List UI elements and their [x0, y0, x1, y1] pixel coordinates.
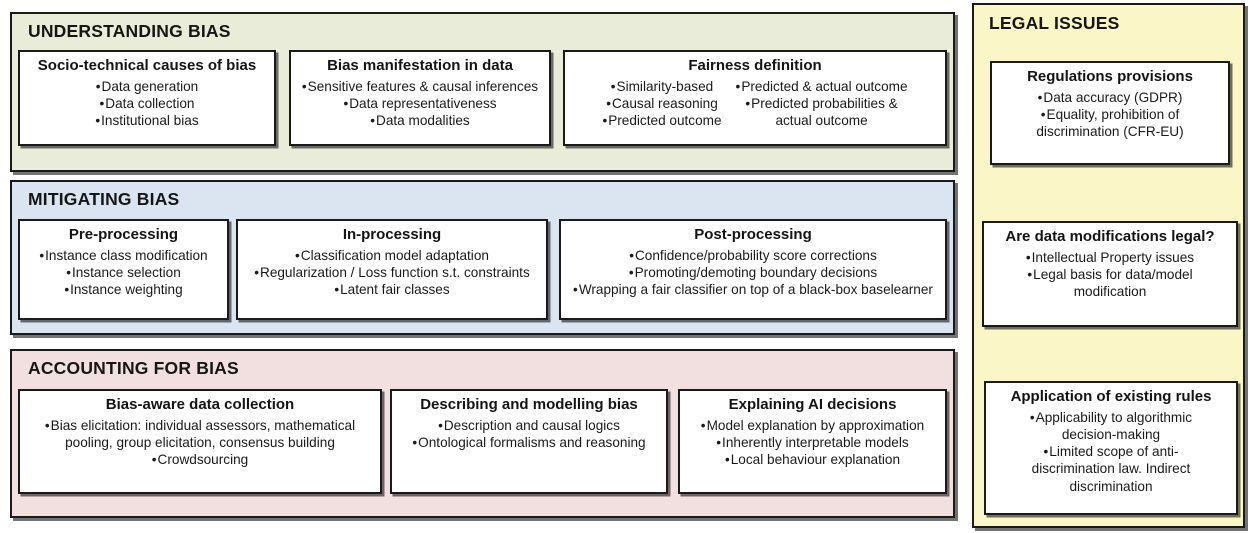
card-title: Explaining AI decisions	[728, 396, 897, 413]
card-title: Describing and modelling bias	[420, 396, 638, 413]
list-item: Predicted & actual outcome	[736, 78, 907, 95]
list-item: Predicted probabilities &	[736, 95, 908, 112]
bullet-list: Confidence/probability score corrections…	[567, 247, 939, 299]
list-item: Data collection	[26, 95, 268, 112]
card-title: Socio-technical causes of bias	[37, 57, 257, 74]
list-item: Description and causal logics	[398, 417, 660, 434]
list-item: Confidence/probability score corrections	[567, 247, 939, 264]
bullet-list: Bias elicitation: individual assessors, …	[26, 417, 374, 469]
list-item: Promoting/demoting boundary decisions	[567, 264, 939, 281]
list-item: Instance selection	[26, 264, 221, 281]
section-title-accounting-for-bias: ACCOUNTING FOR BIAS	[28, 358, 239, 378]
section-title-understanding-bias: UNDERSTANDING BIAS	[28, 21, 231, 41]
card-title: Fairness definition	[688, 57, 822, 74]
list-item: Regularization / Loss function s.t. cons…	[244, 264, 540, 281]
list-item: Limited scope of anti-	[992, 443, 1230, 460]
bullet-list: Data generation Data collection Institut…	[26, 78, 268, 130]
bullet-list: Description and causal logics Ontologica…	[398, 417, 660, 452]
list-item: Instance weighting	[26, 281, 221, 298]
list-item: discrimination	[1069, 478, 1153, 494]
list-item: Predicted outcome	[602, 112, 721, 129]
list-item: Intellectual Property issues	[990, 249, 1230, 266]
card-title: Application of existing rules	[1010, 388, 1212, 405]
list-item: Equality, prohibition of	[998, 106, 1222, 123]
section-legal-issues: LEGAL ISSUES Regulations provisions Data…	[972, 3, 1245, 528]
card-title: Bias-aware data collection	[105, 396, 295, 413]
bullet-list: Model explanation by approximation Inher…	[686, 417, 939, 469]
card-in-processing: In-processing Classification model adapt…	[236, 219, 548, 320]
list-item: Instance class modification	[26, 247, 221, 264]
card-title: Regulations provisions	[1027, 68, 1193, 85]
list-item: Sensitive features & causal inferences	[297, 78, 543, 95]
card-title: Pre-processing	[68, 226, 179, 243]
card-bias-aware-data-collection: Bias-aware data collection Bias elicitat…	[18, 389, 382, 494]
card-socio-technical-causes: Socio-technical causes of bias Data gene…	[18, 50, 276, 146]
list-item: Model explanation by approximation	[686, 417, 939, 434]
list-item: pooling, group elicitation, consensus bu…	[65, 434, 335, 450]
card-regulations-provisions: Regulations provisions Data accuracy (GD…	[990, 61, 1230, 165]
card-describing-and-modelling-bias: Describing and modelling bias Descriptio…	[390, 389, 668, 494]
card-title: Post-processing	[694, 226, 812, 243]
list-item: Causal reasoning	[602, 95, 721, 112]
card-post-processing: Post-processing Confidence/probability s…	[559, 219, 947, 320]
list-item: Applicability to algorithmic	[992, 409, 1230, 426]
list-item: Data accuracy (GDPR)	[998, 89, 1222, 106]
list-item: Ontological formalisms and reasoning	[398, 434, 660, 451]
list-item: actual outcome	[775, 113, 868, 129]
bullet-list: Intellectual Property issues Legal basis…	[990, 249, 1230, 301]
bullet-list: Data accuracy (GDPR) Equality, prohibiti…	[998, 89, 1222, 141]
bullet-list: Sensitive features & causal inferences D…	[297, 78, 543, 130]
card-pre-processing: Pre-processing Instance class modificati…	[18, 219, 229, 320]
list-item: modification	[1073, 284, 1147, 300]
card-title: Bias manifestation in data	[327, 57, 513, 74]
list-item: Similarity-based	[602, 78, 721, 95]
list-item: Institutional bias	[26, 112, 268, 129]
card-application-of-existing-rules: Application of existing rules Applicabil…	[984, 381, 1238, 515]
list-item: Classification model adaptation	[244, 247, 540, 264]
list-item: discrimination (CFR-EU)	[1036, 124, 1184, 140]
card-fairness-definition: Fairness definition Similarity-based Cau…	[563, 50, 947, 146]
list-item: Local behaviour explanation	[686, 451, 939, 468]
list-item: Bias elicitation: individual assessors, …	[26, 417, 374, 434]
list-item: Data representativeness	[297, 95, 543, 112]
bullet-list: Instance class modification Instance sel…	[26, 247, 221, 299]
bullet-list-left: Similarity-based Causal reasoning Predic…	[602, 78, 721, 130]
card-are-data-modifications-legal: Are data modifications legal? Intellectu…	[982, 221, 1238, 327]
two-column-bullets: Similarity-based Causal reasoning Predic…	[571, 78, 939, 130]
list-item: Data modalities	[297, 112, 543, 129]
list-item: Latent fair classes	[244, 281, 540, 298]
list-item: decision-making	[1061, 426, 1161, 442]
list-item: Legal basis for data/model	[990, 266, 1230, 283]
card-title: Are data modifications legal?	[1005, 228, 1215, 245]
list-item: Wrapping a fair classifier on top of a b…	[567, 281, 939, 298]
card-bias-manifestation-in-data: Bias manifestation in data Sensitive fea…	[289, 50, 551, 146]
list-item: Data generation	[26, 78, 268, 95]
section-title-legal-issues: LEGAL ISSUES	[989, 13, 1120, 33]
card-explaining-ai-decisions: Explaining AI decisions Model explanatio…	[678, 389, 947, 494]
list-item: Inherently interpretable models	[686, 434, 939, 451]
bullet-list-right: Predicted & actual outcome Predicted pro…	[736, 78, 908, 130]
card-title: In-processing	[342, 226, 442, 243]
list-item: discrimination law. Indirect	[1031, 461, 1191, 477]
bullet-list: Applicability to algorithmic decision-ma…	[992, 409, 1230, 495]
bullet-list: Classification model adaptation Regulari…	[244, 247, 540, 299]
list-item: Crowdsourcing	[26, 451, 374, 468]
section-title-mitigating-bias: MITIGATING BIAS	[28, 189, 180, 209]
